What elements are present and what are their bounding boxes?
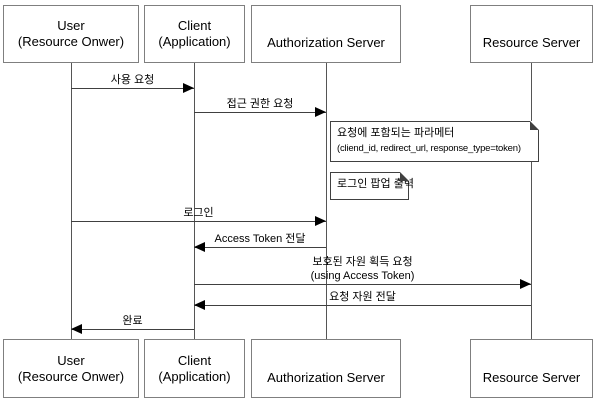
message-line [71, 88, 194, 89]
lifeline-client [194, 63, 195, 339]
arrowhead-icon [183, 83, 194, 93]
actor-user-bottom: User (Resource Onwer) [3, 339, 139, 398]
actor-resource-name: Resource Server [482, 370, 581, 385]
actor-client-name: Client [177, 18, 212, 33]
actor-auth-name: Authorization Server [267, 35, 385, 50]
arrowhead-icon [520, 279, 531, 289]
actor-user-name: User [57, 18, 85, 33]
message-label: 완료 [122, 315, 143, 327]
arrowhead-icon [315, 216, 326, 226]
message-line [194, 284, 531, 285]
message-line [71, 221, 326, 222]
message-label-line: (using Access Token) [310, 270, 415, 282]
actor-client-bottom: Client (Application) [144, 339, 245, 398]
message-label-line: 보호된 자원 획득 요청 [312, 256, 413, 268]
actor-user-name: User [57, 352, 85, 368]
message-line [71, 329, 194, 330]
message-label: 로그인 [183, 207, 214, 219]
lifeline-auth [326, 63, 327, 339]
actor-user-subname: (Resource Onwer) [17, 34, 125, 49]
actor-resource-bottom: Resource Server [470, 339, 593, 398]
note-line: 로그인 팝업 출력 [337, 178, 414, 190]
actor-auth-bottom: Authorization Server [251, 339, 401, 398]
message-line [194, 112, 326, 113]
actor-client-subname: (Application) [158, 368, 231, 384]
actor-client-subname: (Application) [158, 34, 231, 49]
actor-resource-name: Resource Server [482, 35, 581, 50]
message-label: 요청 자원 전달 [329, 291, 396, 303]
message-label: 사용 요청 [110, 74, 155, 86]
arrowhead-icon [71, 324, 82, 334]
message-label: 접근 권한 요청 [226, 98, 294, 110]
arrowhead-icon [315, 107, 326, 117]
lifeline-user [71, 63, 72, 339]
note-line: 요청에 포함되는 파라메터 [337, 127, 455, 139]
arrowhead-icon [194, 242, 205, 252]
note-login-popup: 로그인 팝업 출력 [330, 172, 414, 200]
message-label: Access Token 전달 [214, 233, 306, 245]
actor-resource-top: Resource Server [470, 5, 593, 63]
message-label: 보호된 자원 획득 요청 (using Access Token) [194, 255, 531, 283]
arrowhead-icon [194, 300, 205, 310]
actor-user-top: User (Resource Onwer) [3, 5, 139, 63]
note-request-parameters: 요청에 포함되는 파라메터 (cliend_id, redirect_url, … [330, 121, 539, 162]
actor-user-subname: (Resource Onwer) [17, 368, 125, 384]
lifeline-resource [531, 63, 532, 339]
actor-auth-name: Authorization Server [267, 370, 385, 385]
actor-auth-top: Authorization Server [251, 5, 401, 63]
actor-client-name: Client [177, 352, 212, 368]
message-line [194, 305, 531, 306]
actor-client-top: Client (Application) [144, 5, 245, 63]
message-line [194, 247, 326, 248]
note-line: (cliend_id, redirect_url, response_type=… [337, 143, 521, 154]
